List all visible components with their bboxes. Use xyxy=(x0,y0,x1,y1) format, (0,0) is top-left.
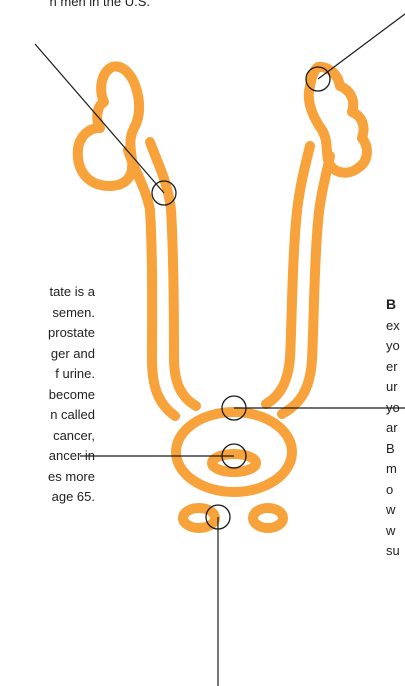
callout-line-ureter xyxy=(35,44,164,193)
callout-line-kidney xyxy=(318,14,405,79)
prostate xyxy=(212,454,256,472)
right-ureter-inner xyxy=(266,146,310,404)
right-kidney xyxy=(309,67,367,173)
